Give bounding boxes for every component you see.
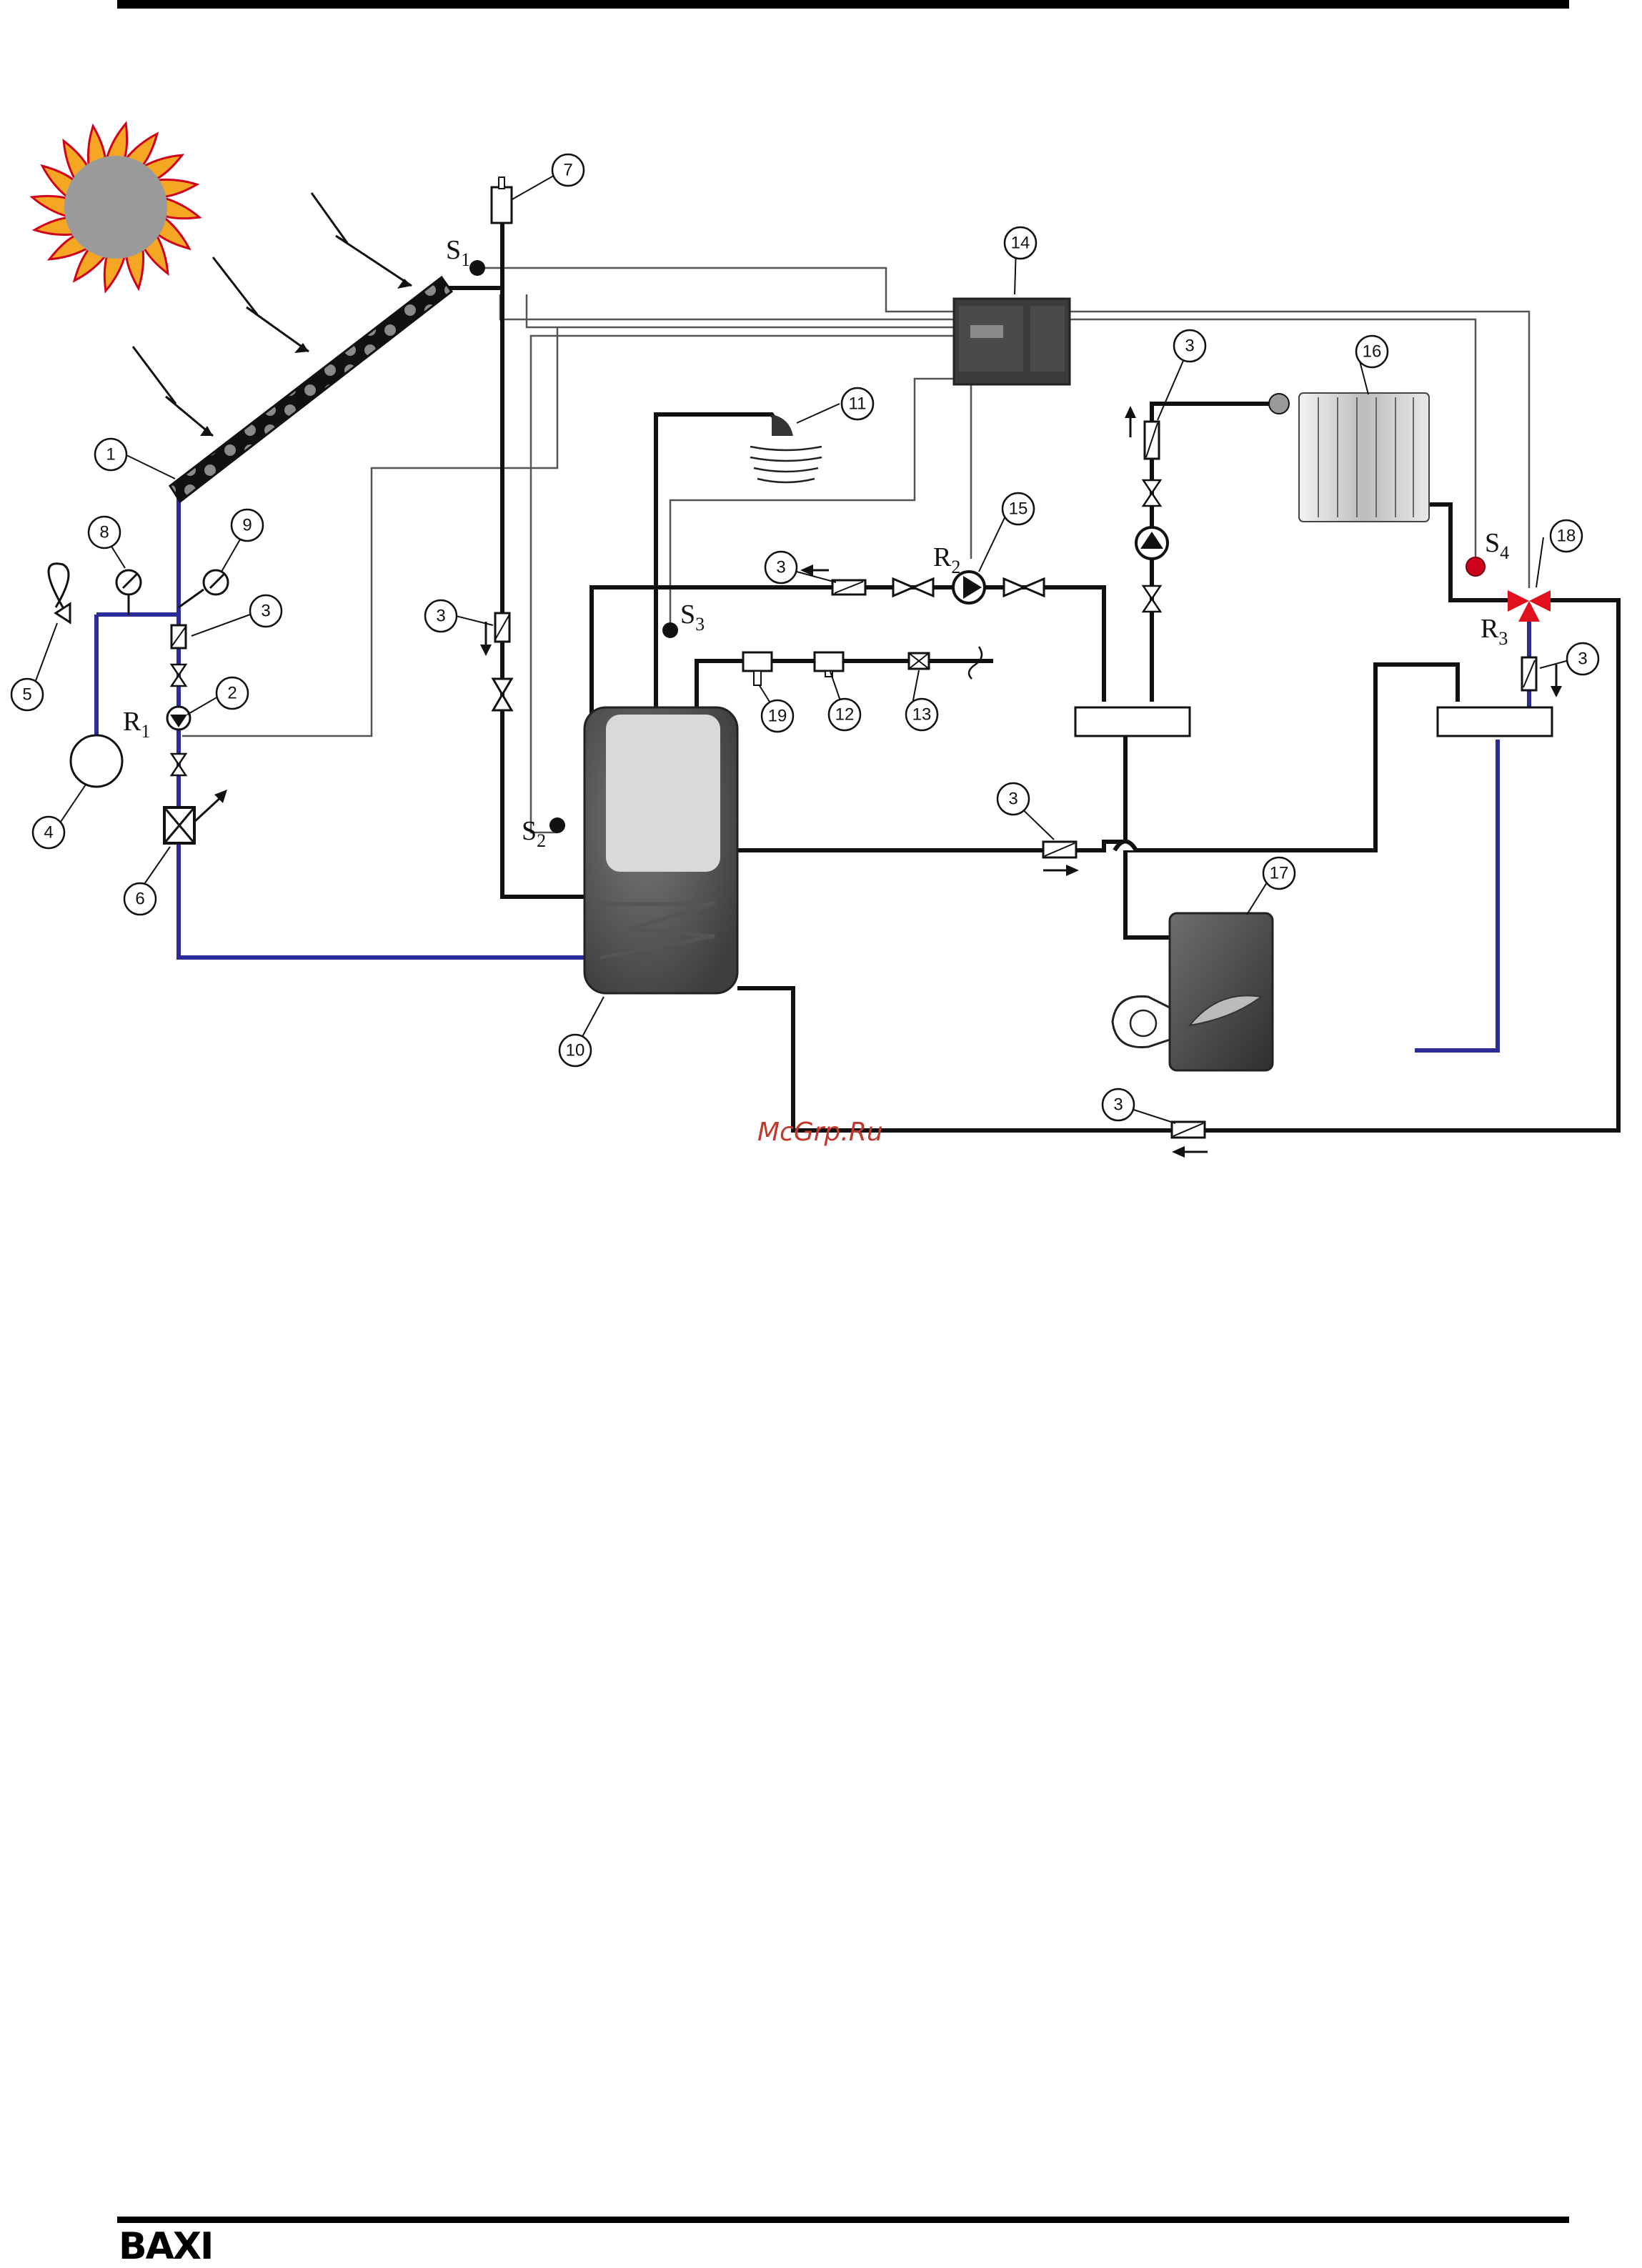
- sensor-s2-dot: [549, 817, 565, 833]
- callout-number: 2: [227, 684, 237, 703]
- manifold-left: [1075, 707, 1190, 736]
- callout-number: 17: [1270, 864, 1289, 883]
- three-way-valve-icon: [1508, 590, 1551, 622]
- safety-valve-icon: [49, 564, 70, 622]
- return-check-valve: [1172, 1122, 1208, 1158]
- air-vent-icon: [492, 177, 512, 223]
- callout-number: 3: [1008, 790, 1017, 809]
- dhw-fittings: [743, 647, 982, 685]
- label-r1: R1: [123, 707, 150, 742]
- storage-tank: [584, 707, 737, 993]
- callout-number: 1: [106, 445, 115, 464]
- callout-number: 3: [436, 607, 445, 626]
- thermometer-gauge-icon: [179, 570, 228, 607]
- solar-controller: [954, 299, 1070, 384]
- manifold-right: [1438, 707, 1552, 736]
- watermark: McGrp.Ru: [757, 1118, 883, 1147]
- callout-leaders: [34, 174, 1569, 1123]
- sun-icon: [32, 124, 199, 291]
- sensor-s1-dot: [469, 260, 485, 276]
- callout-number: 13: [912, 705, 932, 725]
- sun-flame: [32, 196, 66, 216]
- callout-number: 3: [261, 602, 270, 621]
- callout-number: 7: [563, 161, 572, 180]
- pressure-gauge-icon: [116, 570, 141, 615]
- label-s1: S1: [446, 235, 470, 270]
- callout-number: 9: [242, 516, 252, 535]
- callout-number: 6: [135, 890, 144, 909]
- flow-meter-icon: [164, 790, 227, 843]
- sensor-s3-dot: [662, 622, 678, 638]
- collector-return-valves: [480, 613, 512, 710]
- signal-wires: [182, 268, 1529, 832]
- callout-number: 15: [1009, 499, 1028, 519]
- radiator-icon: [1269, 393, 1429, 522]
- callout-number: 8: [99, 523, 109, 542]
- sun-flame: [165, 198, 199, 218]
- callout-number: 5: [22, 685, 31, 705]
- shower-head-icon: [750, 414, 822, 482]
- tank-outlet-check-valve: [1043, 842, 1079, 876]
- callout-number: 16: [1363, 342, 1382, 362]
- label-s4: S4: [1485, 528, 1509, 563]
- callout-number: 18: [1557, 527, 1576, 546]
- callout-number: 19: [768, 707, 787, 726]
- bottom-rule: [117, 2217, 1569, 2223]
- pipe-crossover: [1115, 842, 1136, 851]
- label-r2: R2: [933, 542, 960, 577]
- callout-circles: [11, 154, 1598, 1120]
- sensor-s4-dot: [1466, 557, 1485, 576]
- callout-number: 14: [1011, 234, 1030, 253]
- radiator-circuit-valves: [1125, 406, 1168, 612]
- sun-flame: [106, 124, 126, 158]
- callout-number: 3: [776, 558, 785, 577]
- expansion-vessel: [71, 735, 122, 787]
- brand-logo: BAXI: [119, 2228, 212, 2265]
- callout-number: 10: [566, 1041, 585, 1060]
- callout-number: 3: [1578, 650, 1587, 669]
- label-r3: R3: [1481, 614, 1508, 649]
- callout-number: 4: [44, 823, 53, 842]
- callout-number: 3: [1113, 1095, 1123, 1115]
- callout-number: 3: [1185, 337, 1194, 356]
- label-s3: S3: [680, 600, 705, 635]
- label-s2: S2: [522, 816, 546, 851]
- callout-number: 12: [835, 705, 855, 725]
- callout-number: 11: [849, 394, 867, 414]
- sun-flame: [104, 257, 124, 291]
- heating-loop-valves: [800, 564, 1044, 596]
